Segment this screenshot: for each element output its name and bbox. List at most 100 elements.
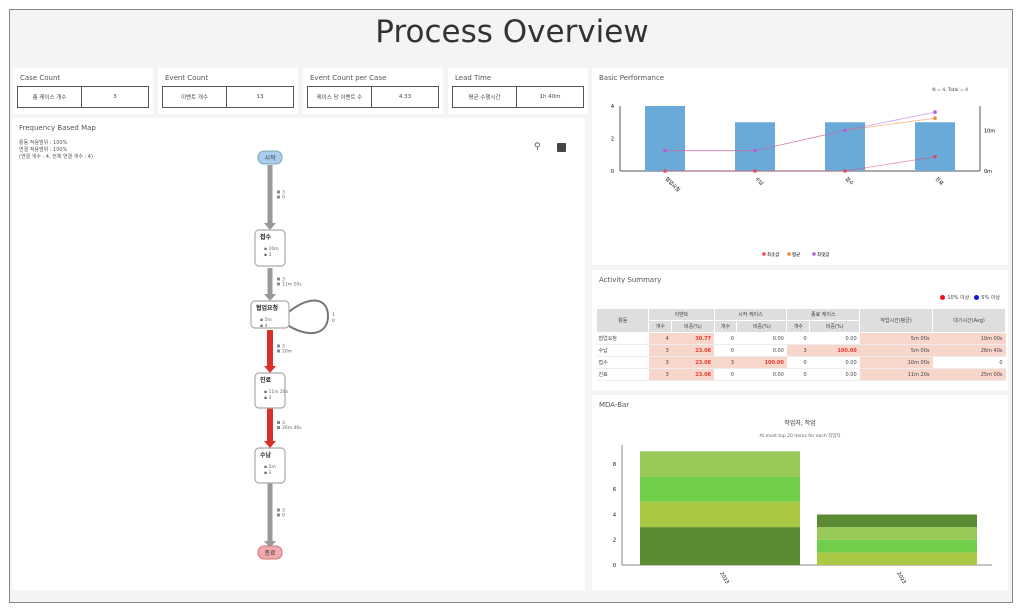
series-point (663, 148, 667, 153)
stack-segment (817, 539, 977, 553)
table-cell: 진료 (596, 368, 649, 381)
col-event[interactable]: 이벤트 (648, 308, 715, 321)
end-label: 종료 (264, 550, 276, 557)
activity-node[interactable]: 접수▪ 10m▪ 3 (254, 229, 286, 267)
edge-time: 26m 40s (282, 425, 302, 431)
table-cell: 3 (714, 356, 737, 369)
map-title: Frequency Based Map (19, 124, 96, 132)
start-node (257, 150, 283, 165)
edge-2 (267, 330, 273, 367)
edge-freq-icon (277, 421, 280, 424)
col-end[interactable]: 종료 케이스 (786, 308, 861, 321)
activity-title: Activity Summary (599, 276, 662, 284)
table-cell: 0.00 (736, 344, 787, 357)
table-cell: 0.00 (809, 356, 860, 369)
edge-4 (267, 483, 273, 542)
activity-node[interactable]: 협업요청▪ 5m▪ 4 (250, 300, 290, 329)
edge-count: (연결 개수 : 4, 전체 연결 개수 : 4) (19, 154, 93, 160)
table-cell: 10m 00s (859, 356, 933, 369)
x-tick: 협업요청 (664, 175, 682, 193)
y-tick: 4 (613, 512, 616, 518)
table-cell: 100.00 (736, 356, 787, 369)
perf-note: N = 4, Total = 4 (932, 88, 968, 93)
col-activity[interactable]: 활동 (595, 308, 650, 333)
table-cell: 0 (786, 332, 810, 345)
series-point (843, 128, 847, 133)
table-cell: 0 (786, 356, 810, 369)
y-tick: 2 (611, 137, 614, 143)
node-label: 수납 (260, 451, 272, 459)
stack-segment (640, 476, 800, 502)
table-cell: 11m 20s (859, 368, 933, 381)
page-title: Process Overview (375, 14, 649, 50)
y-tick: 6 (613, 487, 616, 493)
bar-협업요청 (645, 106, 685, 171)
activity-node[interactable]: 수납 ▪ 5m▪ 3 (254, 447, 286, 484)
kpi-value: 4.33 (398, 94, 412, 100)
stack-segment (817, 527, 977, 540)
series-line-0 (665, 156, 936, 172)
table-cell: 0 (714, 368, 737, 381)
edge-freq-icon (277, 508, 280, 512)
node-count: ▪ 3 (264, 470, 271, 476)
activity-node[interactable]: 진료▪ 11m 20s▪ 3 (254, 372, 289, 409)
search-icon[interactable]: ⚲ (534, 142, 541, 152)
sub-count: 개수 (786, 320, 811, 333)
kpi-title: Lead Time (455, 74, 492, 82)
loop-freq: 1 (332, 312, 335, 318)
map-info: 활동 적용범위 : 100% 연결 적용범위 : 100% (연결 개수 : 4… (19, 140, 93, 161)
save-image-icon[interactable] (557, 143, 566, 152)
mda-title: MDA-Bar (599, 401, 630, 409)
end-node (257, 545, 283, 560)
stack-segment (640, 451, 800, 477)
edge-time-icon (277, 282, 280, 286)
series-point (663, 169, 667, 173)
table-cell: 접수 (596, 356, 649, 369)
y-tick: 0 (613, 563, 616, 569)
edge-time: 20m (282, 349, 292, 355)
x-tick: 2023 (718, 571, 730, 585)
node-count: ▪ 3 (264, 395, 271, 401)
kpi-value: 13 (256, 94, 264, 100)
activity-coverage: 활동 적용범위 : 100% (19, 140, 68, 146)
node-label: 협업요청 (256, 304, 278, 312)
series-point (933, 110, 937, 114)
col-work[interactable]: 작업시간(평균) (859, 308, 934, 333)
table-cell: 4 (648, 332, 672, 345)
col-start[interactable]: 시작 케이스 (713, 308, 788, 321)
edge-time-icon (277, 195, 280, 199)
table-cell: 0 (714, 332, 737, 345)
series-point (933, 116, 937, 120)
table-cell: 5m 00s (859, 332, 933, 345)
node-box (254, 372, 286, 409)
start-label: 시작 (264, 155, 276, 162)
y2-tick: 10m (984, 128, 995, 134)
series-point (753, 148, 757, 153)
node-box (254, 229, 286, 267)
table-cell: 3 (648, 368, 672, 381)
legend-10: 10% 이상 (947, 295, 970, 301)
node-time: ▪ 5m (264, 464, 276, 470)
table-cell: 100.00 (809, 344, 860, 357)
legend-marker (812, 252, 816, 256)
legend-label: 최댓값 (817, 251, 829, 258)
stack-segment (817, 514, 977, 528)
edge-coverage: 연결 적용범위 : 100% (19, 147, 68, 153)
sub-ratio: 비중(%) (809, 320, 861, 333)
col-wait[interactable]: 대기시간(Avg) (932, 308, 1006, 333)
sub-ratio: 비중(%) (736, 320, 788, 333)
